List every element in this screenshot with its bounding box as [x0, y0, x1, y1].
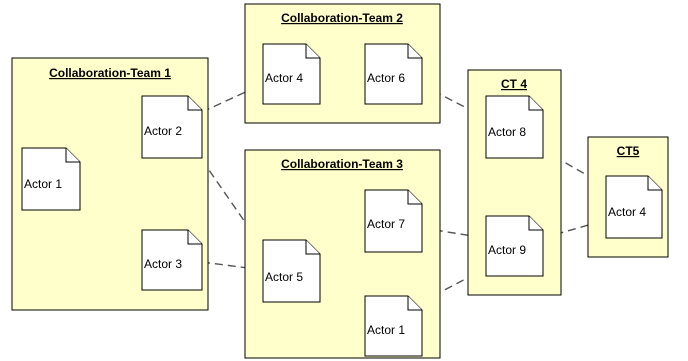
- actor-label: Actor 1: [367, 323, 405, 337]
- actor-label: Actor 6: [367, 71, 405, 85]
- actor-label: Actor 4: [608, 205, 646, 219]
- team-title-3: Collaboration-Team 3: [281, 157, 403, 171]
- actor-label: Actor 4: [265, 71, 303, 85]
- link-actor3-actor5: [201, 261, 264, 271]
- actor-node: Actor 2: [141, 95, 203, 159]
- actor-label: Actor 1: [24, 177, 62, 191]
- team-title-2: Collaboration-Team 2: [281, 11, 403, 25]
- actor-label: Actor 2: [144, 124, 182, 138]
- actor-node: Actor 1: [364, 295, 423, 357]
- team-title-5: CT5: [617, 144, 640, 158]
- actor-node: Actor 1: [21, 147, 81, 211]
- actor-node: Actor 4: [262, 43, 321, 105]
- team-title-1: Collaboration-Team 1: [49, 66, 171, 80]
- actor-node: Actor 7: [364, 189, 423, 253]
- actor-node: Actor 5: [262, 239, 321, 303]
- actor-label: Actor 3: [144, 257, 182, 271]
- actor-node: Actor 9: [485, 215, 544, 277]
- actor-node: Actor 6: [364, 43, 423, 105]
- link-actor2-actor5: [201, 159, 264, 249]
- actor-label: Actor 5: [265, 270, 303, 284]
- actor-label: Actor 8: [488, 125, 526, 139]
- actor-label: Actor 9: [488, 243, 526, 257]
- actor-node: Actor 8: [485, 95, 544, 159]
- actor-node: Actor 4: [605, 175, 663, 239]
- team-title-4: CT 4: [501, 77, 527, 91]
- actor-node: Actor 3: [141, 229, 203, 291]
- actor-label: Actor 7: [367, 217, 405, 231]
